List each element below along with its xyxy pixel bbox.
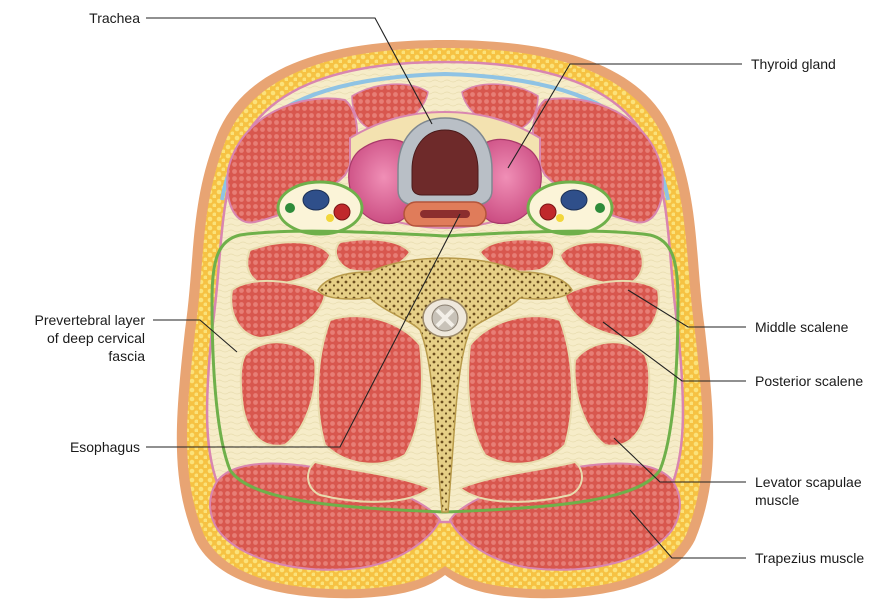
label-posterior-scalene: Posterior scalene: [755, 373, 863, 389]
carotid-sheath-right: [528, 182, 612, 234]
label-middle-scalene: Middle scalene: [755, 319, 849, 335]
label-prevertebral-line2: of deep cervical: [47, 330, 145, 346]
label-levator-line2: muscle: [755, 492, 800, 508]
esophagus-lumen: [420, 210, 470, 218]
lymph-node-left: [285, 203, 295, 213]
common-carotid-artery-left: [334, 204, 350, 220]
common-carotid-artery-right: [540, 204, 556, 220]
internal-jugular-vein-right: [561, 190, 587, 210]
label-prevertebral-line3: fascia: [108, 348, 145, 364]
carotid-sheath-left: [278, 182, 362, 234]
label-prevertebral-line1: Prevertebral layer: [35, 312, 146, 328]
label-trachea: Trachea: [89, 10, 140, 26]
label-trapezius: Trapezius muscle: [755, 550, 864, 566]
internal-jugular-vein-left: [303, 190, 329, 210]
vagus-nerve-left: [326, 214, 334, 222]
trachea-lumen: [412, 130, 478, 195]
label-esophagus: Esophagus: [70, 439, 140, 455]
label-thyroid-gland: Thyroid gland: [751, 56, 836, 72]
vagus-nerve-right: [556, 214, 564, 222]
semispinalis-right: [468, 316, 572, 464]
lymph-node-right: [595, 203, 605, 213]
label-levator-line1: Levator scapulae: [755, 474, 862, 490]
